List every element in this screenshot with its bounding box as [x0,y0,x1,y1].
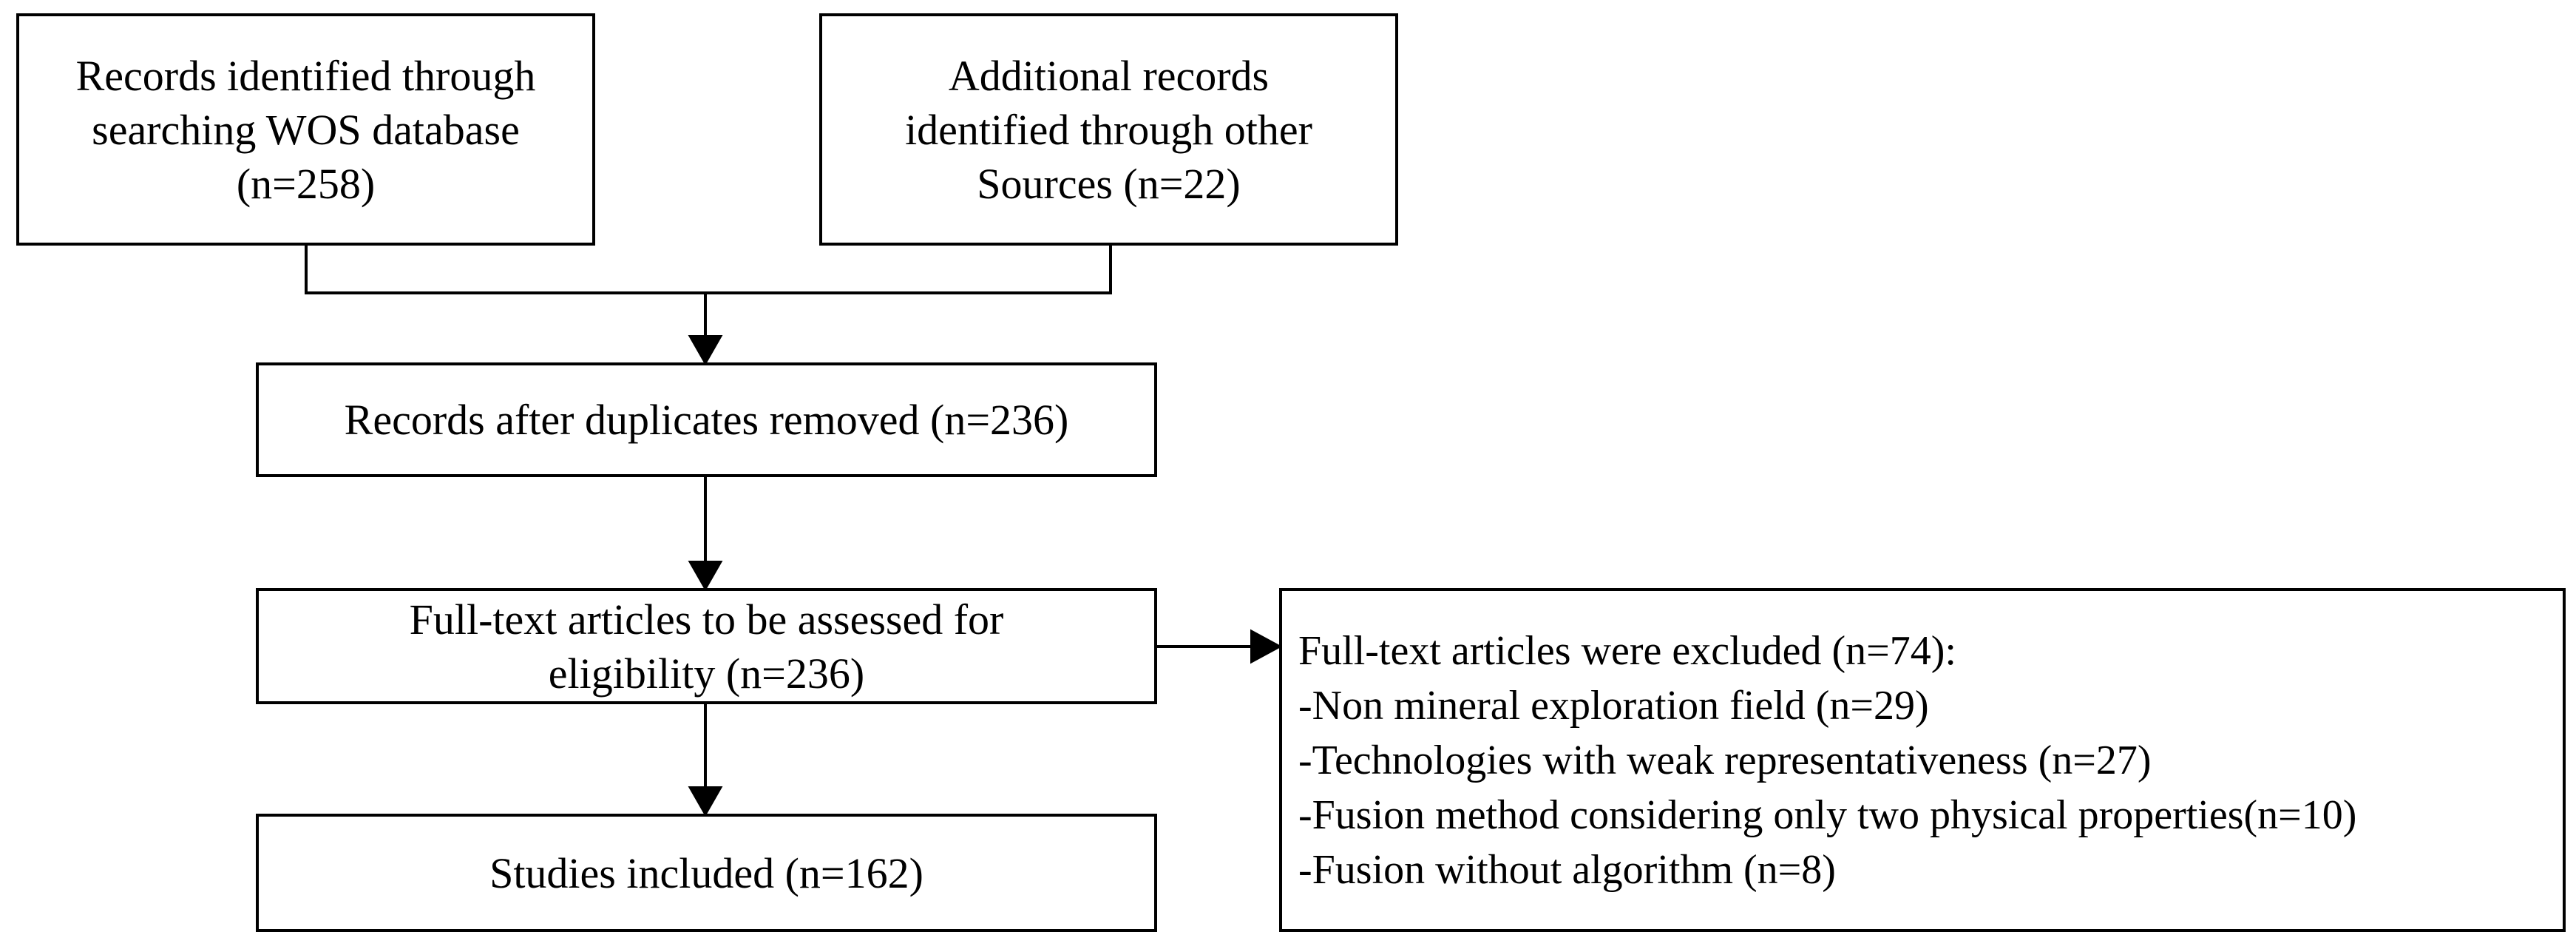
box-text-line: -Fusion method considering only two phys… [1298,791,2357,838]
arrow-to-fulltext [688,477,723,592]
box-records-wos: Records identified through searching WOS … [16,13,595,246]
box-text-line: identified through other [905,105,1312,154]
box-fulltext-assessed: Full-text articles to be assessed for eli… [256,588,1157,704]
box-text-line: Additional records [948,51,1270,100]
box-text-line: Studies included (n=162) [489,848,923,897]
box-records-other-sources: Additional records identified through oth… [819,13,1398,246]
box-text-line: -Fusion without algorithm (n=8) [1298,846,1836,893]
box-studies-included: Studies included (n=162) [256,814,1157,932]
box-text-line: Sources (n=22) [977,159,1241,208]
arrow-to-dedup [688,293,723,366]
box-text-line: eligibility (n=236) [548,649,865,698]
arrow-to-included [688,704,723,817]
box-fulltext-excluded: Full-text articles were excluded (n=74):… [1279,588,2566,932]
box-text-line: Full-text articles were excluded (n=74): [1298,627,1956,674]
box-text-line: -Technologies with weak representativene… [1298,737,2152,783]
box-text-line: Full-text articles to be assessed for [409,595,1004,644]
box-text-line: -Non mineral exploration field (n=29) [1298,682,1929,729]
box-text-line: (n=258) [236,159,376,208]
box-text-line: Records after duplicates removed (n=236) [344,396,1069,444]
merge-connector [305,246,1112,294]
box-text-line: searching WOS database [92,105,520,154]
box-records-after-duplicates: Records after duplicates removed (n=236) [256,362,1157,477]
arrow-to-excluded [1157,629,1283,664]
box-text-line: Records identified through [75,51,536,100]
